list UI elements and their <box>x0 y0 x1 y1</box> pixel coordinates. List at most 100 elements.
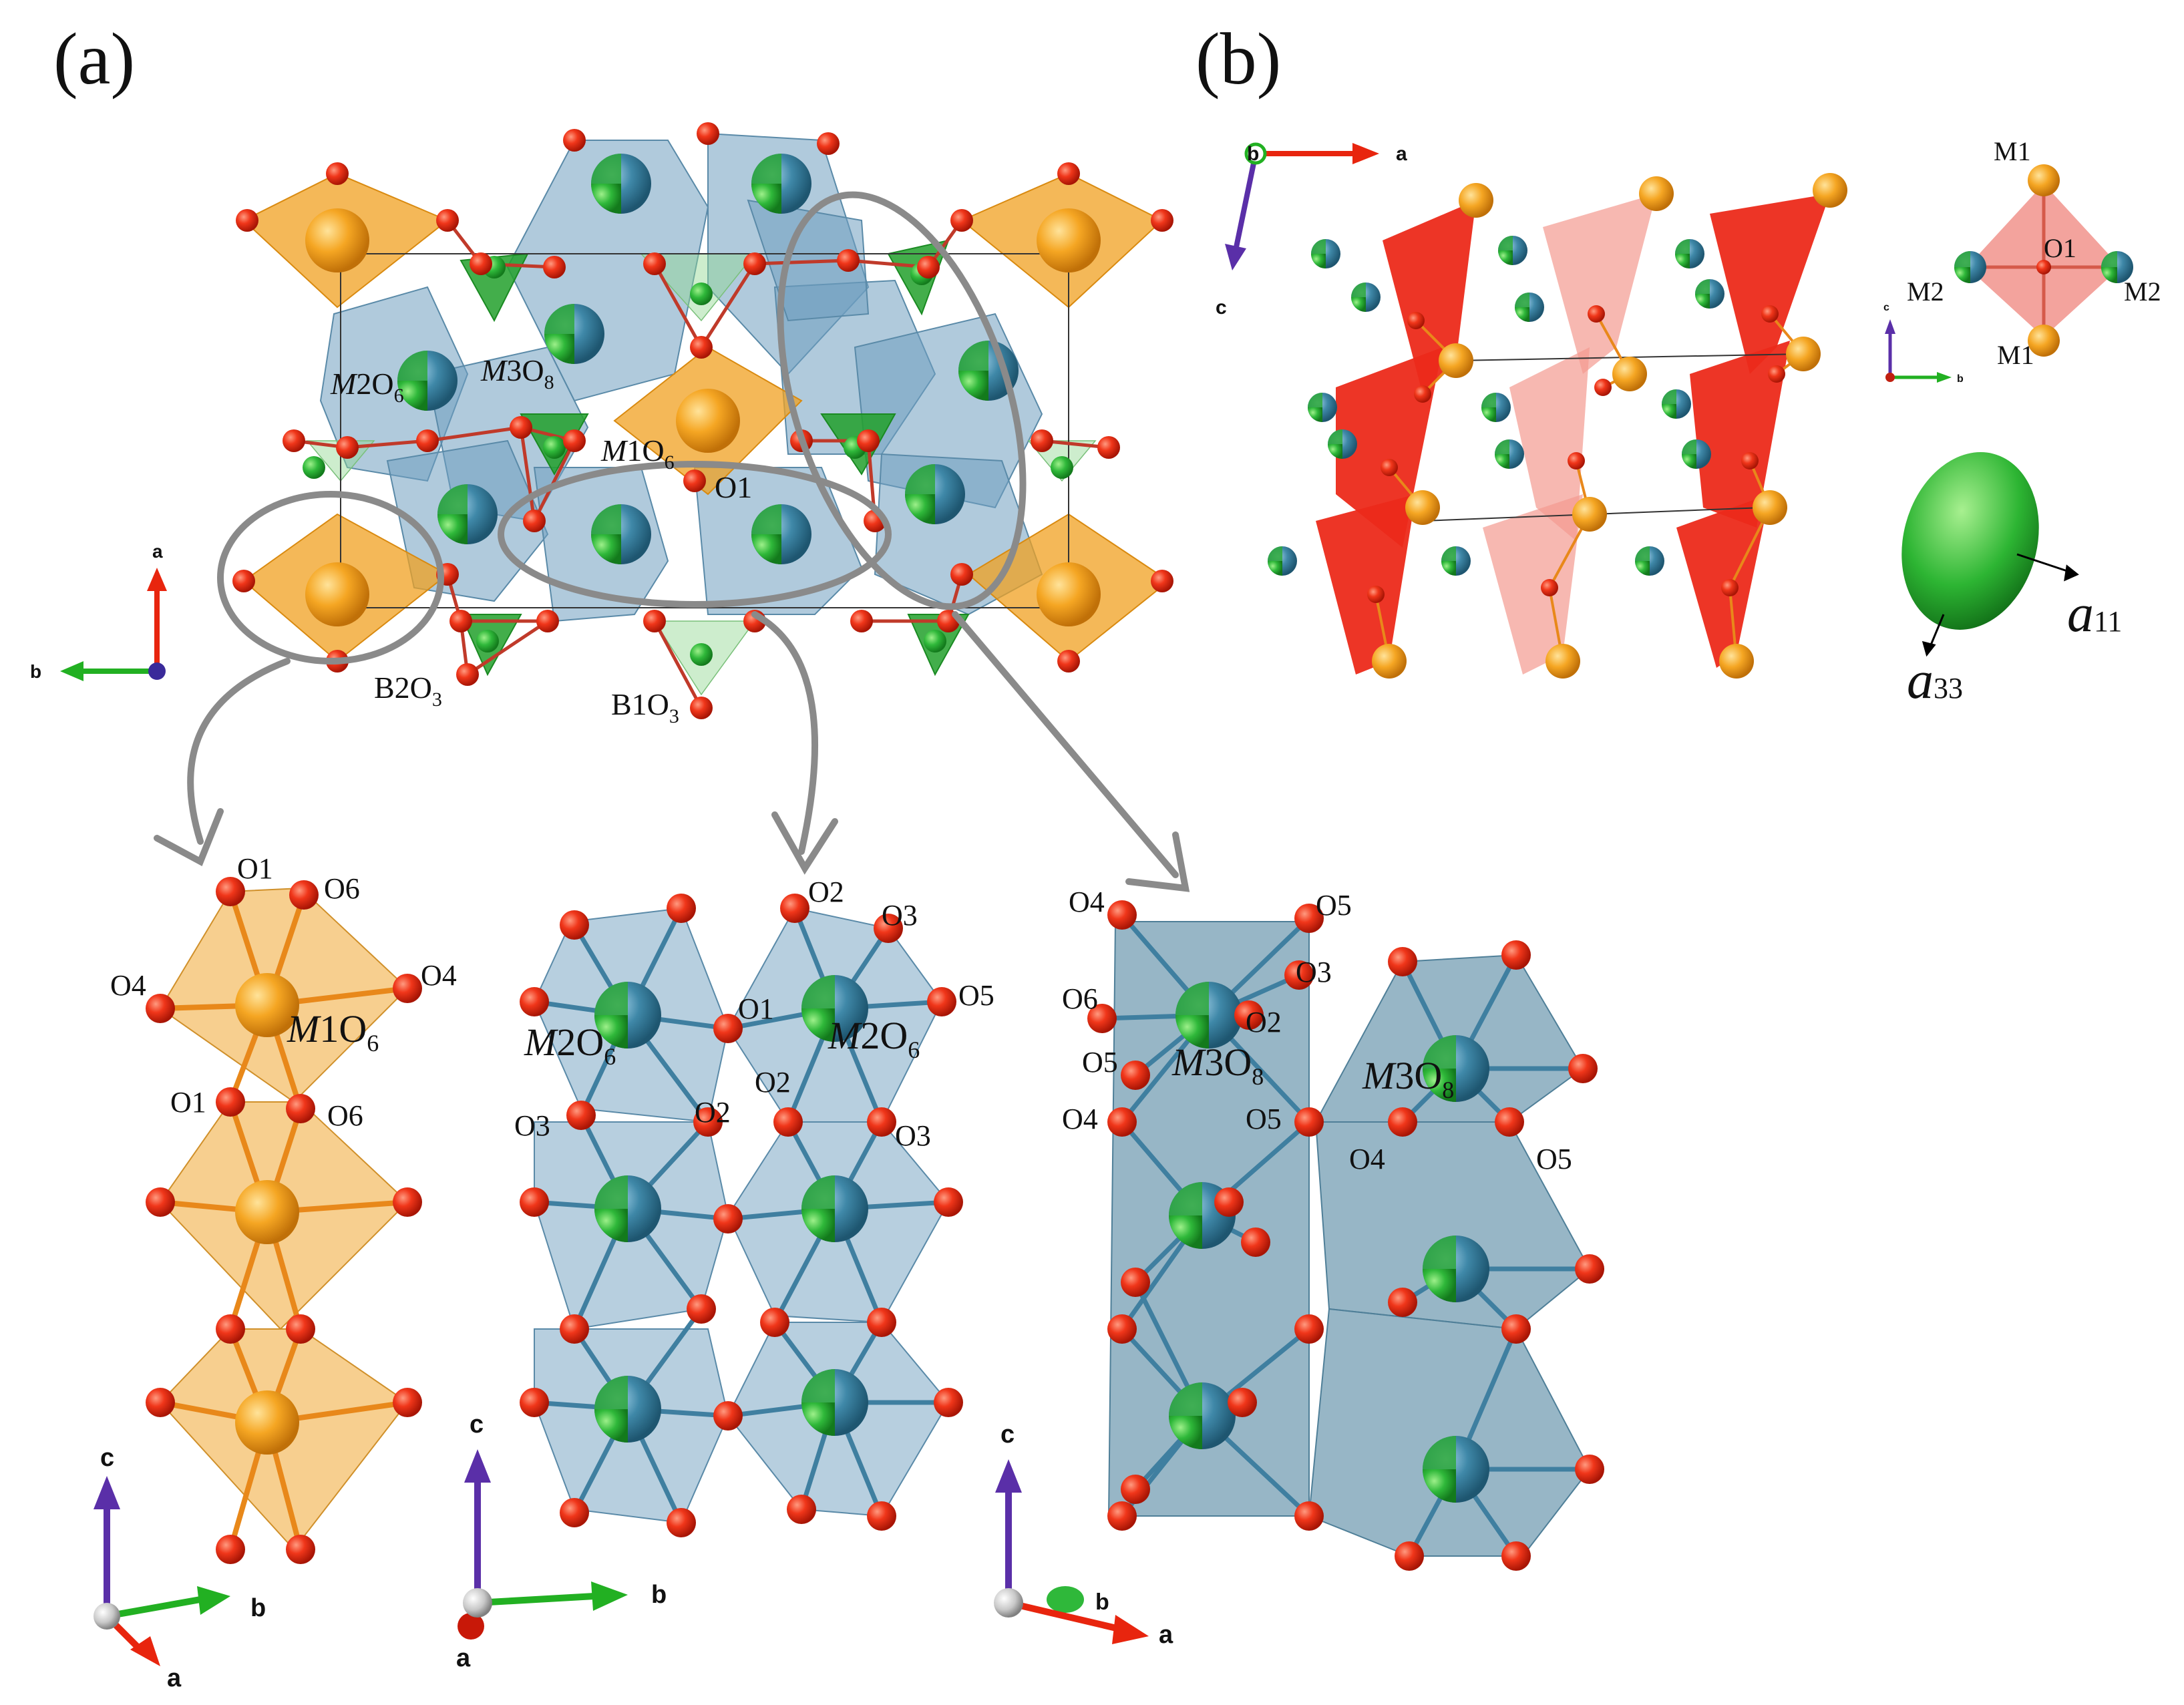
oxygen-atom <box>146 1187 175 1217</box>
m-site-atom <box>591 154 651 214</box>
m1-atom <box>2028 164 2060 196</box>
m2-atom <box>801 975 868 1042</box>
m2-atom-o3-top: O3 <box>882 899 918 932</box>
oxygen-atom <box>1121 1475 1150 1504</box>
oxygen-atom <box>436 209 459 232</box>
m-site-atom <box>905 464 965 524</box>
m-site-atom <box>751 154 811 214</box>
oxygen-atom <box>760 1308 789 1337</box>
oxygen-atom <box>456 663 479 686</box>
m1-atom-o4-right: O4 <box>421 959 457 992</box>
chain-m3-labels: M3O8 M3O8 O4 O5 O3 O6 O2 O5 O4 O5 O4 O5 <box>1062 886 1572 1175</box>
m2-title-right: M2O6 <box>828 1014 920 1063</box>
oxygen-atom <box>690 697 713 719</box>
m1-atom-o1-mid: O1 <box>170 1086 206 1119</box>
m1-atom-o6-mid: O6 <box>327 1099 363 1132</box>
oxygen-atom <box>510 416 532 439</box>
m3-atom-o4-right: O4 <box>1349 1143 1385 1175</box>
m1-atom <box>305 562 369 626</box>
oxygen-atom <box>1594 379 1612 396</box>
oxygen-atom <box>1414 385 1431 403</box>
overview-labels: M2O6 M3O8 M1O6 O1 B2O3 B1O3 <box>330 353 752 727</box>
m1-atom <box>1753 490 1787 525</box>
boron-atom <box>924 630 946 652</box>
label-b2o3-overview: B2O3 <box>374 671 442 711</box>
oxygen-atom <box>560 1314 589 1344</box>
m2-atom <box>1954 251 1986 283</box>
m2-title-left: M2O6 <box>524 1020 616 1070</box>
oxygen-atom <box>1087 1004 1117 1033</box>
oxygen-atom <box>216 1087 245 1117</box>
m-site-atom <box>1695 279 1724 309</box>
m3-atom-o4-top: O4 <box>1069 886 1105 918</box>
m1-atom <box>1612 357 1647 391</box>
arrow-head-m3 <box>1125 831 1190 892</box>
oxygen-atom <box>1294 1501 1324 1531</box>
oxygen-atom <box>1107 900 1137 930</box>
m-site-atom <box>1268 546 1297 576</box>
oxygen-atom <box>560 1498 589 1527</box>
oxygen-atom <box>560 910 589 940</box>
m1-title: M1O6 <box>287 1007 379 1057</box>
axis-b-small-right: b <box>1957 373 1964 385</box>
oxygen-atom <box>393 1388 422 1417</box>
m2-atom <box>594 982 661 1049</box>
m1-atom <box>1813 173 1847 208</box>
m2-atom <box>2101 251 2133 283</box>
boron-atom <box>690 643 713 666</box>
axis-m2-right: b <box>651 1581 667 1609</box>
boron-atom <box>1051 456 1073 479</box>
highlight-m3 <box>777 191 1027 610</box>
m-site-atom <box>1498 236 1527 265</box>
axis-b-top-down: c <box>1216 297 1227 319</box>
m-site-atom <box>751 504 811 564</box>
m-site-atom <box>1308 393 1337 422</box>
axes-m2: c b a <box>456 1410 667 1672</box>
m3-title-left: M3O8 <box>1171 1040 1264 1090</box>
m2-atom <box>594 1175 661 1242</box>
m2-atom-o2-mid-right: O2 <box>755 1066 791 1099</box>
m1-atom <box>1439 343 1473 378</box>
oxygen-atom <box>1761 305 1779 323</box>
m-site-atom <box>1495 439 1524 469</box>
oxygen-atom <box>1107 1314 1137 1344</box>
oxygen-atom <box>713 1401 743 1431</box>
m-site-atom <box>1682 439 1711 469</box>
m1-atom <box>1545 644 1580 679</box>
oxygen-atom <box>146 994 175 1023</box>
boron-atom <box>476 630 499 652</box>
m3-atom-o2: O2 <box>1246 1006 1282 1038</box>
axes-m3: c b a <box>994 1420 1173 1649</box>
oxygen-atom <box>536 610 559 632</box>
axis-b-top-right: a <box>1396 143 1407 165</box>
axis-a-top-up: a <box>152 541 163 562</box>
oxygen-atom <box>1388 1107 1417 1137</box>
axis-m3-mid: b <box>1095 1589 1109 1615</box>
oxygen-atom <box>523 510 546 532</box>
chain-m1-labels: M1O6 O1 O6 O4 O4 O1 O6 <box>110 852 457 1132</box>
oxygen-atom <box>934 1388 963 1417</box>
oxygen-atom <box>1501 1541 1531 1571</box>
oxygen-atom <box>289 880 319 910</box>
panel-b-atoms <box>1268 164 2133 679</box>
m3-atom <box>1423 1436 1489 1503</box>
oxygen-atom <box>1568 452 1585 469</box>
oxygen-atom <box>643 252 666 275</box>
oxygen-atom <box>1407 312 1425 329</box>
oxygen-atom <box>1381 459 1398 476</box>
oxygen-atom <box>1501 1314 1531 1344</box>
m-site-atom <box>1441 546 1471 576</box>
axis-m2-up: c <box>470 1410 484 1439</box>
chain-m2-labels: M2O6 M2O6 O2 O3 O5 O1 O2 O3 O2 O3 <box>514 876 994 1152</box>
oxygen-atom <box>1228 1388 1257 1417</box>
m1-atom <box>1037 562 1101 626</box>
oxygen-atom <box>286 1094 315 1123</box>
ellipsoid-axis-a33: a33 <box>1907 651 1963 710</box>
oxygen-atom <box>1097 436 1120 459</box>
m2-atom-o2-mid-left: O2 <box>695 1096 731 1129</box>
oxygen-atom <box>563 129 586 152</box>
boron-atom <box>543 436 566 459</box>
axis-m1-right: b <box>250 1594 266 1622</box>
m-site-atom <box>1635 546 1664 576</box>
